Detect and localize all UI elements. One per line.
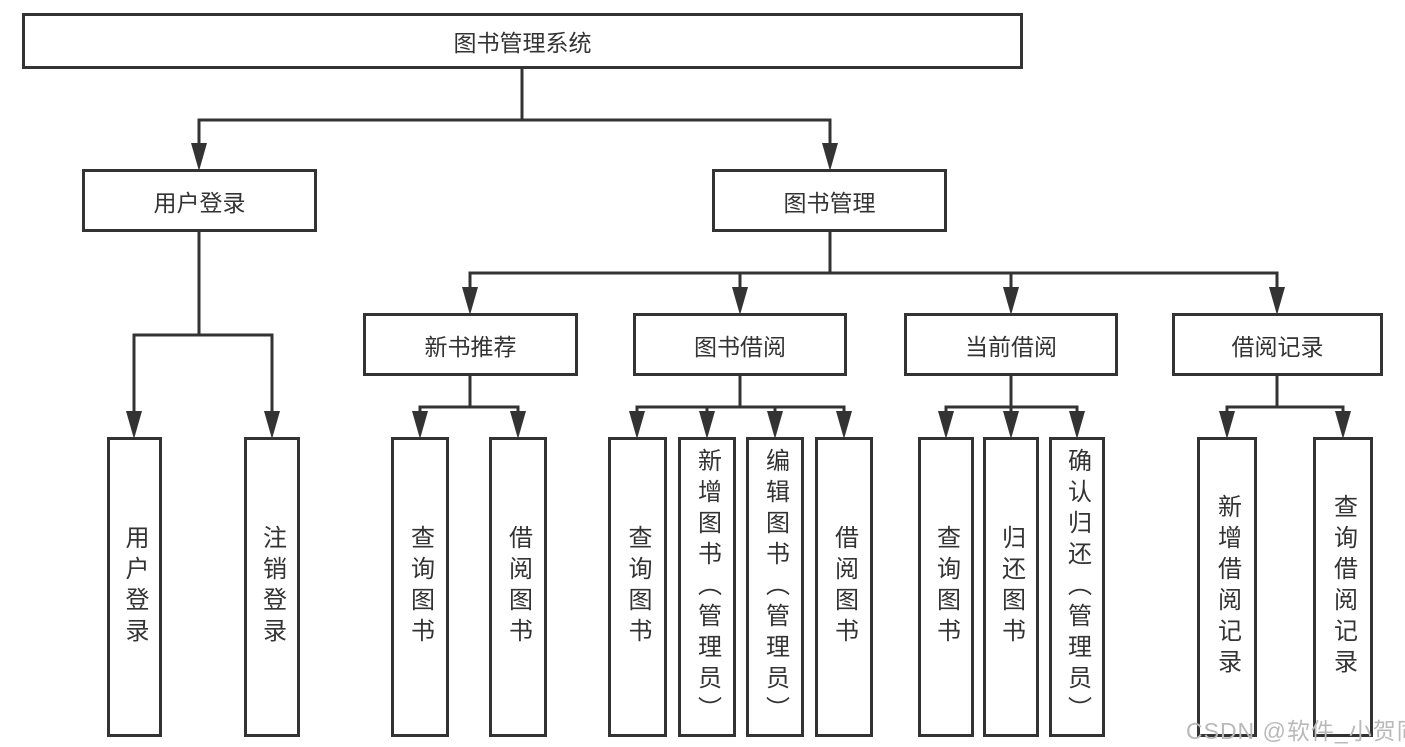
leaf-query-borrow-record-label: 查询借阅记录 (1329, 494, 1357, 680)
node-library-system-label: 图书管理系统 (453, 30, 592, 56)
leaf-borrow-books-recommend: 借阅图书 (489, 437, 547, 737)
leaf-confirm-return-admin-label: 确认归还（管理员） (1063, 447, 1091, 727)
leaf-add-borrow-record: 新增借阅记录 (1197, 437, 1257, 737)
connector-root-to-level2 (191, 64, 838, 171)
leaf-query-books-current-label: 查询图书 (932, 525, 960, 649)
node-current-borrow: 当前借阅 (904, 313, 1118, 376)
node-book-management-label: 图书管理 (783, 189, 876, 216)
node-book-borrow: 图书借阅 (633, 313, 847, 376)
leaf-borrow-books-borrow: 借阅图书 (815, 437, 873, 737)
leaf-query-books-current: 查询图书 (918, 437, 974, 737)
connector-newbook-to-leaves (412, 372, 526, 439)
leaf-add-book-admin-label: 新增图书（管理员） (693, 447, 721, 727)
node-library-system: 图书管理系统 (22, 13, 1023, 69)
connector-current-to-leaves (938, 372, 1085, 439)
node-current-borrow-label: 当前借阅 (965, 333, 1057, 360)
node-new-book-recommend: 新书推荐 (363, 313, 578, 376)
leaf-user-login: 用户登录 (107, 437, 162, 737)
leaf-query-books-recommend: 查询图书 (391, 437, 449, 737)
node-book-management: 图书管理 (712, 169, 947, 232)
leaf-add-book-admin: 新增图书（管理员） (678, 437, 736, 737)
leaf-borrow-books-recommend-label: 借阅图书 (504, 525, 532, 649)
connector-record-to-leaves (1219, 372, 1351, 439)
leaf-confirm-return-admin: 确认归还（管理员） (1049, 437, 1105, 737)
connector-userlogin-to-leaves (126, 228, 280, 439)
leaf-add-borrow-record-label: 新增借阅记录 (1213, 494, 1241, 680)
leaf-user-login-label: 用户登录 (121, 525, 148, 649)
leaf-query-books-borrow-label: 查询图书 (624, 525, 651, 649)
node-new-book-recommend-label: 新书推荐 (424, 333, 517, 360)
connector-bookmgmt-to-level3 (462, 228, 1285, 315)
node-borrow-record: 借阅记录 (1172, 313, 1383, 376)
leaf-query-borrow-record: 查询借阅记录 (1313, 437, 1373, 737)
watermark: CSDN @软件_小贺同学 (1186, 718, 1405, 744)
leaf-return-book-label: 归还图书 (997, 525, 1025, 649)
leaf-edit-book-admin-label: 编辑图书（管理员） (761, 447, 789, 727)
connector-borrow-to-leaves (629, 372, 852, 439)
leaf-logout-login: 注销登录 (244, 437, 300, 737)
leaf-logout-login-label: 注销登录 (258, 525, 286, 649)
node-book-borrow-label: 图书借阅 (694, 333, 786, 360)
leaf-query-books-borrow: 查询图书 (608, 437, 667, 737)
node-user-login: 用户登录 (82, 169, 317, 232)
leaf-edit-book-admin: 编辑图书（管理员） (746, 437, 804, 737)
node-user-login-label: 用户登录 (153, 189, 246, 216)
node-borrow-record-label: 借阅记录 (1231, 333, 1324, 360)
leaf-borrow-books-borrow-label: 借阅图书 (830, 525, 858, 649)
leaf-query-books-recommend-label: 查询图书 (406, 525, 434, 649)
leaf-return-book: 归还图书 (983, 437, 1039, 737)
